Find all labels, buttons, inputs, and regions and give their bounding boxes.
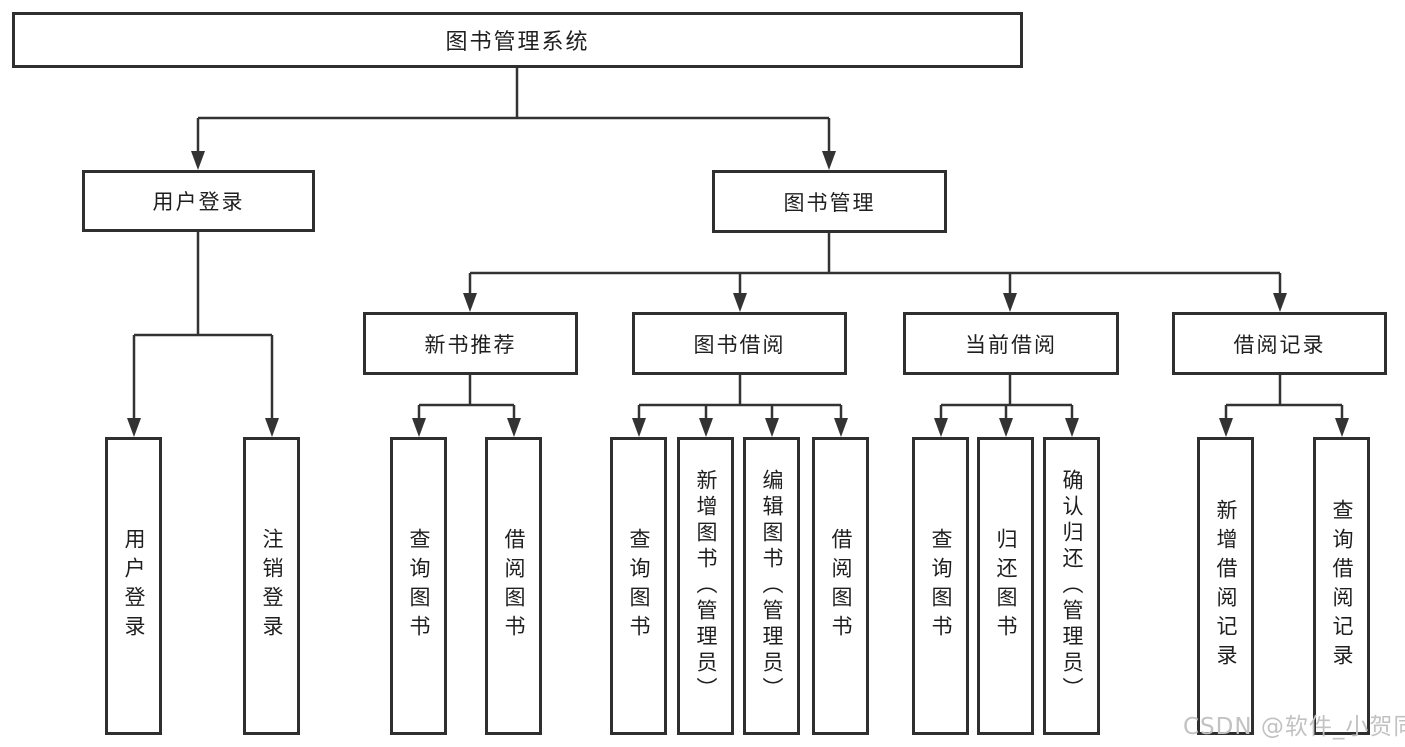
leaf-query-books-recommend: 查询图书 [390, 437, 447, 735]
leaf-logout: 注销登录 [243, 437, 300, 735]
arrow-down-icon [463, 293, 1287, 312]
watermark: CSDN @软件_小贺同学 [1183, 714, 1405, 740]
node-new-book-recommend: 新书推荐 [363, 312, 578, 375]
leaf-borrow-books-borrowing: 借阅图书 [812, 437, 869, 735]
connector-records-to-leaves [1224, 375, 1344, 421]
node-root: 图书管理系统 [12, 12, 1023, 68]
connector-root-to-level2 [196, 68, 831, 154]
leaf-add-book-admin: 新增图书（管理员） [677, 437, 734, 735]
connector-userlogin-to-leaves [132, 232, 274, 421]
connector-newbook-to-leaves [417, 375, 516, 421]
leaf-query-books-borrowing: 查询图书 [610, 437, 667, 735]
connector-borrowing-to-leaves [637, 375, 843, 421]
leaf-query-books-current: 查询图书 [912, 437, 969, 735]
arrow-down-icon [934, 418, 1079, 437]
leaf-confirm-return-admin: 确认归还（管理员） [1043, 437, 1100, 735]
leaf-user-login: 用户登录 [105, 437, 162, 735]
leaf-borrow-books-recommend: 借阅图书 [485, 437, 542, 735]
node-book-borrowing: 图书借阅 [632, 312, 847, 375]
node-current-borrowing: 当前借阅 [903, 312, 1119, 375]
node-book-management: 图书管理 [712, 170, 947, 233]
arrow-down-icon [412, 418, 521, 437]
leaf-add-borrow-record: 新增借阅记录 [1197, 437, 1254, 735]
connector-current-to-leaves [939, 375, 1074, 421]
leaf-return-book: 归还图书 [977, 437, 1034, 735]
arrow-down-icon [191, 151, 836, 170]
arrow-down-icon [632, 418, 848, 437]
leaf-query-borrow-record: 查询借阅记录 [1313, 437, 1370, 735]
connector-bookmgmt-to-level3 [468, 233, 1282, 296]
leaf-edit-book-admin: 编辑图书（管理员） [743, 437, 800, 735]
arrow-down-icon [1219, 418, 1349, 437]
node-user-login: 用户登录 [82, 170, 315, 232]
node-borrowing-records: 借阅记录 [1172, 312, 1387, 375]
arrow-down-icon [127, 418, 279, 437]
